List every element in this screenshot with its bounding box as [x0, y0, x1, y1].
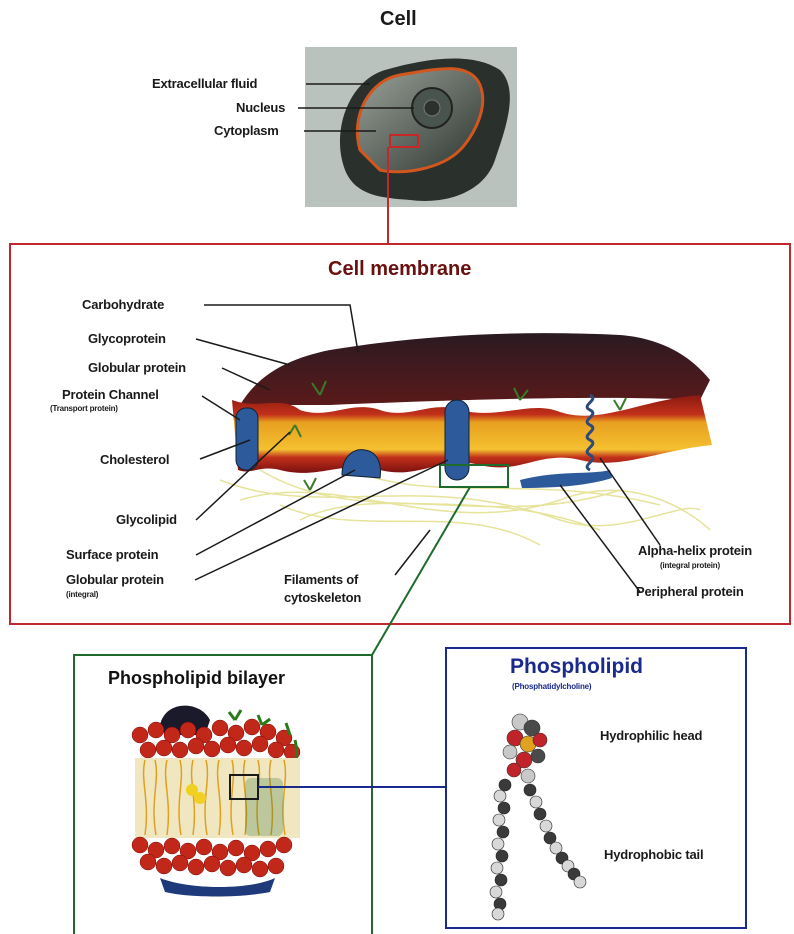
bilayer-illustration	[132, 706, 300, 897]
label-globular-protein-integral-sub: (integral)	[66, 590, 98, 599]
label-alpha-helix-sub: (integral protein)	[660, 561, 720, 570]
label-extracellular-fluid: Extracellular fluid	[152, 76, 257, 91]
label-protein-channel-sub: (Transport protein)	[50, 404, 118, 413]
bilayer-title: Phospholipid bilayer	[108, 668, 285, 689]
label-hydrophobic-tail: Hydrophobic tail	[604, 847, 703, 862]
label-alpha-helix: Alpha-helix protein	[638, 543, 752, 558]
label-glycoprotein: Glycoprotein	[88, 331, 166, 346]
label-glycolipid: Glycolipid	[116, 512, 177, 527]
label-globular-protein: Globular protein	[88, 360, 186, 375]
label-cholesterol: Cholesterol	[100, 452, 169, 467]
label-filaments: Filaments of	[284, 572, 358, 587]
membrane-title: Cell membrane	[328, 258, 471, 281]
phospholipid-title: Phospholipid	[510, 655, 643, 679]
label-cytoskeleton: cytoskeleton	[284, 590, 361, 605]
label-cytoplasm: Cytoplasm	[214, 123, 279, 138]
label-globular-protein-integral: Globular protein	[66, 572, 164, 587]
phospholipid-subtitle: (Phosphatidylcholine)	[512, 682, 591, 691]
label-surface-protein: Surface protein	[66, 547, 158, 562]
cell-illustration	[305, 47, 517, 207]
phospholipid-frame	[446, 648, 746, 928]
label-peripheral-protein: Peripheral protein	[636, 584, 744, 599]
cell-title: Cell	[380, 8, 417, 31]
label-nucleus: Nucleus	[236, 100, 285, 115]
label-protein-channel: Protein Channel	[62, 387, 159, 402]
label-carbohydrate: Carbohydrate	[82, 297, 164, 312]
label-hydrophilic-head: Hydrophilic head	[600, 728, 702, 743]
phospholipid-molecule	[490, 714, 586, 920]
